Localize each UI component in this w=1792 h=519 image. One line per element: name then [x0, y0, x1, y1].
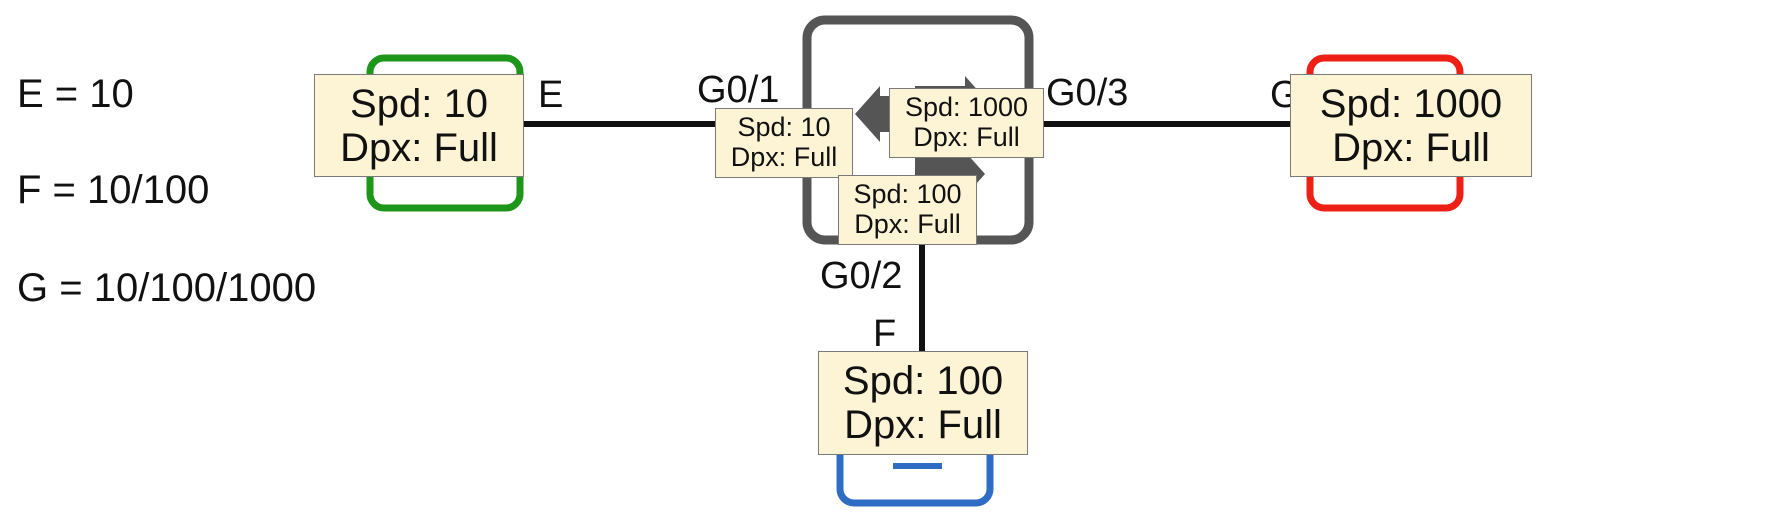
right-device-settings: Spd: 1000 Dpx: Full: [1290, 74, 1532, 177]
left-device-speed: Spd: 10: [350, 81, 488, 126]
port-label-left-device: E: [538, 74, 564, 116]
bottom-device-duplex: Dpx: Full: [844, 403, 1002, 447]
switch-port-g0-3-speed: Spd: 1000: [904, 92, 1029, 123]
port-label-g0-1: G0/1: [697, 69, 780, 111]
switch-port-g0-3-settings: Spd: 1000 Dpx: Full: [889, 88, 1044, 158]
switch-port-g0-2-settings: Spd: 100 Dpx: Full: [838, 175, 977, 245]
left-device-settings: Spd: 10 Dpx: Full: [314, 74, 524, 177]
switch-port-g0-2-speed: Spd: 100: [853, 179, 962, 210]
left-device-duplex: Dpx: Full: [340, 125, 498, 170]
switch-port-g0-1-duplex: Dpx: Full: [730, 142, 838, 172]
switch-port-g0-2-duplex: Dpx: Full: [854, 209, 961, 239]
switch-port-g0-1-settings: Spd: 10 Dpx: Full: [715, 108, 853, 178]
switch-port-g0-1-speed: Spd: 10: [737, 112, 831, 143]
port-label-g0-3: G0/3: [1046, 72, 1129, 114]
port-label-g0-2: G0/2: [820, 255, 903, 297]
legend-f: F = 10/100: [17, 168, 210, 212]
switch-port-g0-3-duplex: Dpx: Full: [913, 122, 1020, 152]
right-device-duplex: Dpx: Full: [1332, 125, 1490, 170]
legend-g: G = 10/100/1000: [17, 266, 317, 310]
legend-e: E = 10: [17, 72, 134, 116]
right-device-speed: Spd: 1000: [1319, 81, 1503, 126]
bottom-device-speed: Spd: 100: [842, 359, 1004, 403]
port-label-bottom-device: F: [873, 313, 897, 355]
bottom-device-settings: Spd: 100 Dpx: Full: [818, 351, 1028, 455]
